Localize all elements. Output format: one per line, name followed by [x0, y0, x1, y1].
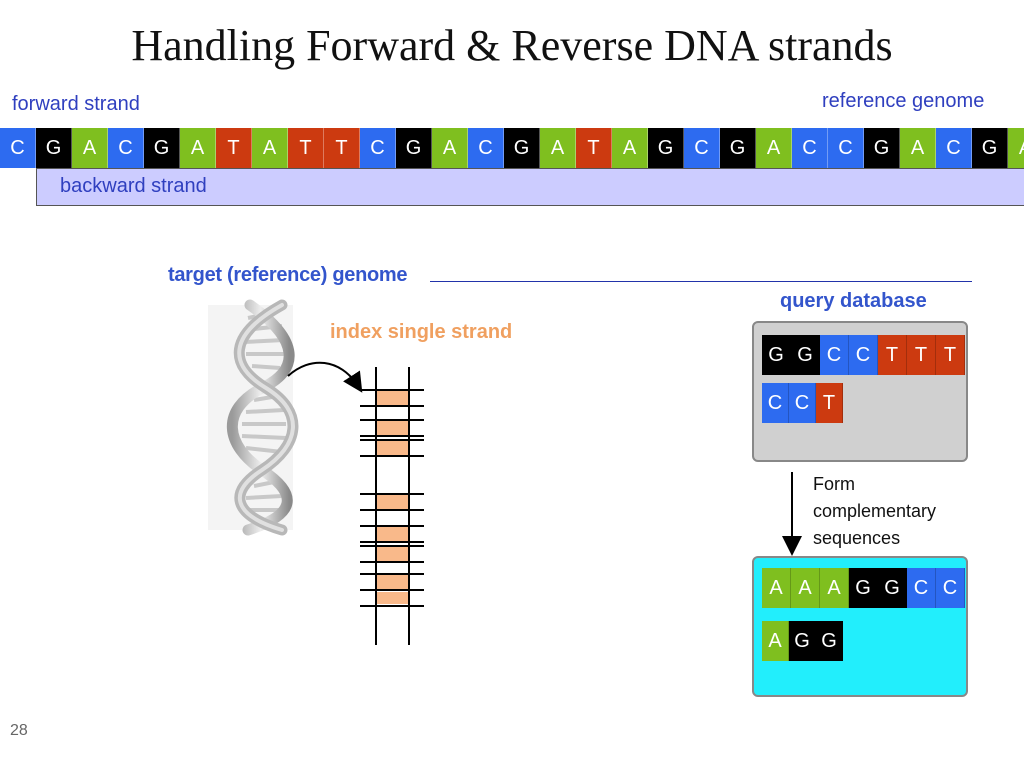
nucleotide-cell: T [816, 383, 843, 423]
form-complementary-text: Form complementary sequences [813, 471, 936, 552]
nucleotide-cell: A [791, 568, 820, 608]
target-genome-underline [430, 281, 972, 282]
dna-helix-icon [208, 299, 299, 536]
nucleotide-cell: A [540, 128, 576, 168]
nucleotide-cell: A [900, 128, 936, 168]
nucleotide-cell: G [972, 128, 1008, 168]
backward-strand-bar [36, 168, 1024, 206]
nucleotide-cell: G [36, 128, 72, 168]
nucleotide-cell: C [762, 383, 789, 423]
nucleotide-cell: G [396, 128, 432, 168]
index-ladder [360, 367, 424, 645]
nucleotide-cell: G [864, 128, 900, 168]
nucleotide-cell: T [288, 128, 324, 168]
nucleotide-cell: C [849, 335, 878, 375]
nucleotide-cell: A [252, 128, 288, 168]
nucleotide-cell: A [756, 128, 792, 168]
nucleotide-cell: C [936, 128, 972, 168]
nucleotide-cell: G [849, 568, 878, 608]
reference-sequence-row: CGACGATATTCGACGATAGCGACCGACGA [0, 128, 1024, 168]
nucleotide-cell: G [720, 128, 756, 168]
nucleotide-cell: A [762, 621, 789, 661]
form-text-line: Form [813, 474, 855, 494]
nucleotide-cell: C [684, 128, 720, 168]
index-arrow [287, 361, 363, 393]
nucleotide-cell: A [180, 128, 216, 168]
nucleotide-cell: T [907, 335, 936, 375]
backward-strand-label: backward strand [60, 175, 207, 197]
nucleotide-cell: C [789, 383, 816, 423]
nucleotide-cell: C [792, 128, 828, 168]
nucleotide-cell: G [504, 128, 540, 168]
form-text-line: complementary [813, 501, 937, 521]
page-number: 28 [10, 722, 28, 739]
nucleotide-cell: G [648, 128, 684, 168]
reference-genome-label: reference genome [822, 90, 985, 112]
nucleotide-cell: C [820, 335, 849, 375]
form-text-line: sequences [813, 528, 901, 548]
nucleotide-cell: T [576, 128, 612, 168]
nucleotide-cell: A [820, 568, 849, 608]
nucleotide-cell: C [936, 568, 965, 608]
nucleotide-cell: C [108, 128, 144, 168]
nucleotide-cell: A [612, 128, 648, 168]
slide-title: Handling Forward & Reverse DNA strands [131, 21, 893, 70]
index-single-strand-label: index single strand [330, 321, 513, 343]
nucleotide-cell: G [762, 335, 791, 375]
nucleotide-cell: C [828, 128, 864, 168]
nucleotide-cell: T [216, 128, 252, 168]
nucleotide-cell: A [1008, 128, 1024, 168]
nucleotide-cell: C [360, 128, 396, 168]
nucleotide-cell: G [791, 335, 820, 375]
forward-strand-label: forward strand [12, 93, 140, 115]
nucleotide-cell: C [0, 128, 36, 168]
query-database-label: query database [780, 290, 927, 312]
nucleotide-cell: G [878, 568, 907, 608]
nucleotide-cell: A [762, 568, 791, 608]
nucleotide-cell: T [324, 128, 360, 168]
nucleotide-cell: A [432, 128, 468, 168]
nucleotide-cell: C [907, 568, 936, 608]
nucleotide-cell: A [72, 128, 108, 168]
nucleotide-cell: G [816, 621, 843, 661]
nucleotide-cell: G [789, 621, 816, 661]
nucleotide-cell: G [144, 128, 180, 168]
nucleotide-cell: C [468, 128, 504, 168]
target-genome-label: target (reference) genome [168, 264, 408, 286]
nucleotide-cell: T [936, 335, 965, 375]
nucleotide-cell: T [878, 335, 907, 375]
